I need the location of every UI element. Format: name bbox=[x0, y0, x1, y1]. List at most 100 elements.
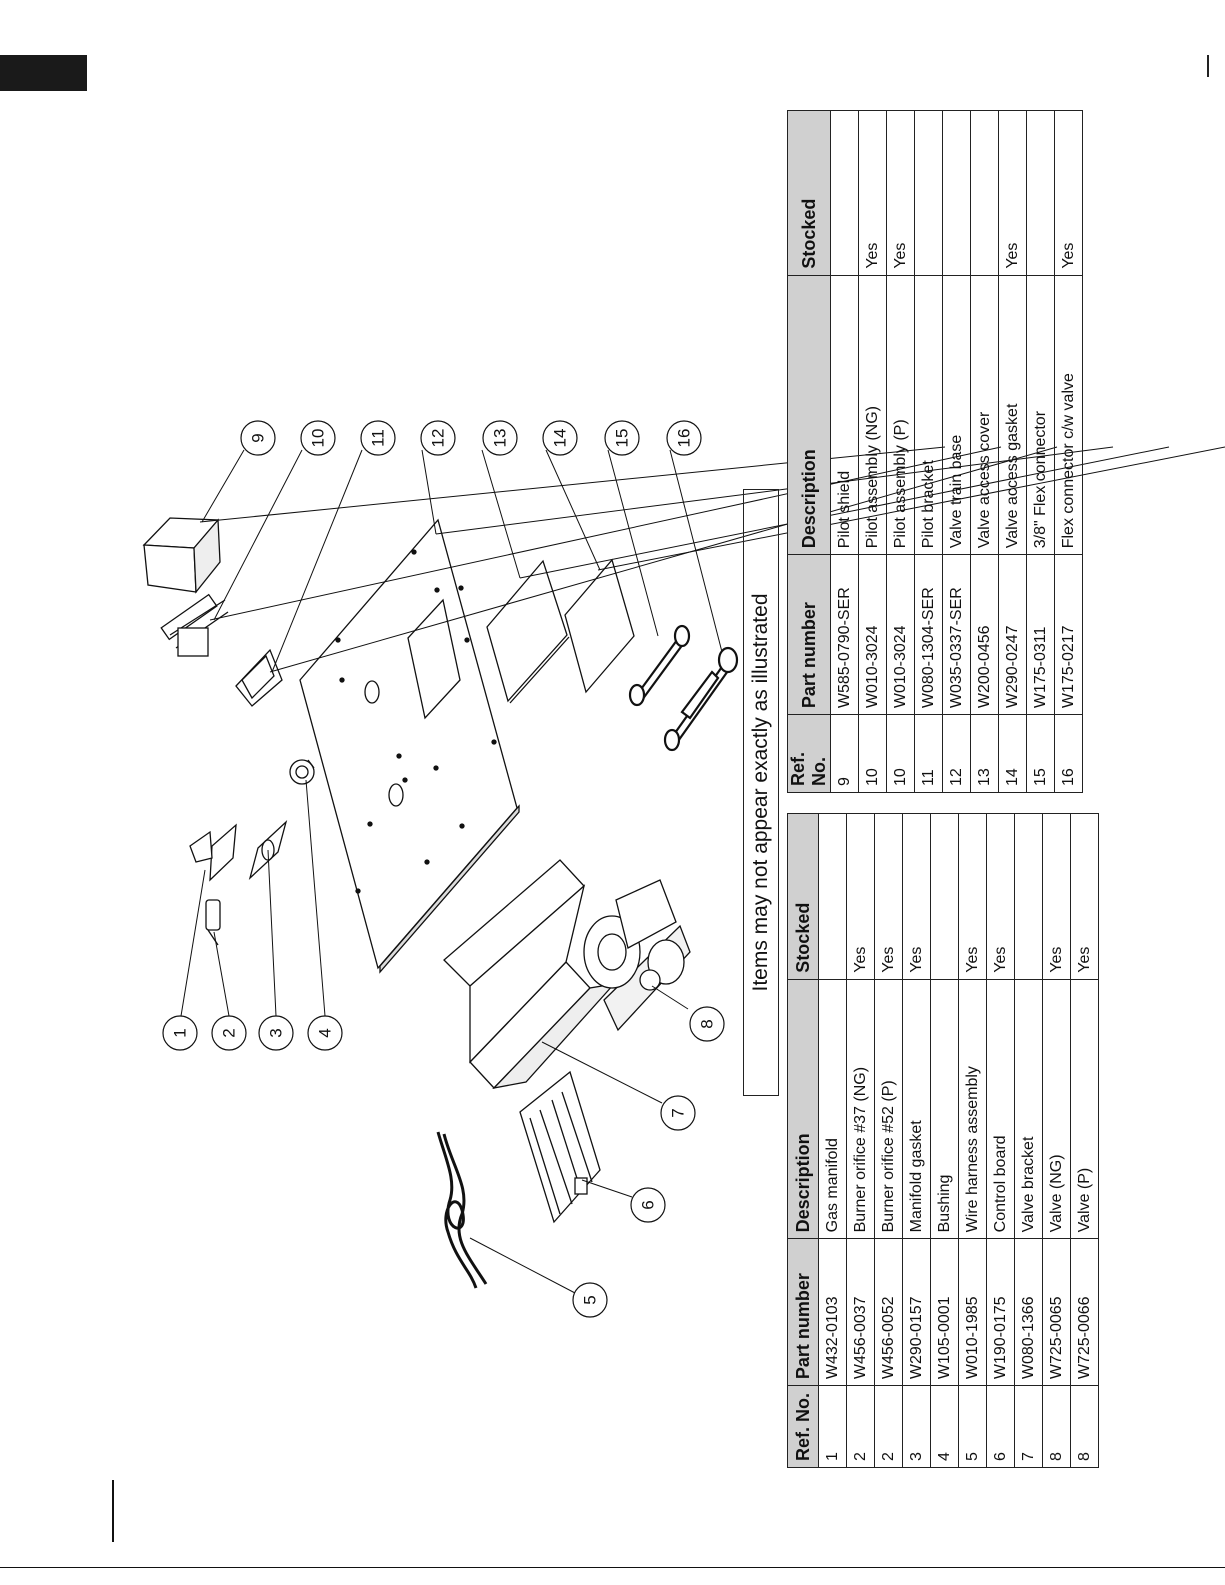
callout-8: 8 bbox=[698, 1019, 717, 1028]
ref-no-cell: 6 bbox=[986, 1385, 1015, 1468]
description-cell: Control board bbox=[986, 979, 1015, 1239]
description-cell: Valve (NG) bbox=[1042, 979, 1071, 1239]
valve-access-cover-drawing bbox=[486, 559, 568, 703]
part-number-cell: W080-1366 bbox=[1014, 1238, 1043, 1386]
pilot-assembly-drawing bbox=[160, 593, 229, 657]
stocked-cell: Yes bbox=[902, 813, 931, 980]
part-number-cell: W456-0037 bbox=[846, 1238, 875, 1386]
description-cell: 3/8" Flex connector bbox=[1026, 275, 1055, 555]
parts-table-refs-1-8: Ref. No. Part number Description Stocked… bbox=[787, 813, 1099, 1468]
stocked-cell: Yes bbox=[846, 813, 875, 980]
part-number-cell: W010-3024 bbox=[886, 554, 915, 715]
disclaimer-box: Items may not appear exactly as illustra… bbox=[743, 489, 779, 1096]
description-cell: Pilot shield bbox=[830, 275, 859, 555]
margin-rule bbox=[112, 1480, 114, 1542]
valve-access-gasket-drawing bbox=[564, 558, 635, 694]
stocked-cell bbox=[930, 813, 959, 980]
part-number-cell: W290-0247 bbox=[998, 554, 1027, 715]
description-cell: Valve (P) bbox=[1070, 979, 1099, 1239]
callout-2: 2 bbox=[220, 1028, 239, 1037]
valve-bracket-drawing bbox=[443, 859, 616, 1090]
part-number-cell: W456-0052 bbox=[874, 1238, 903, 1386]
footer-rule bbox=[0, 1567, 1225, 1568]
part-number-cell: W175-0311 bbox=[1026, 554, 1055, 715]
ref-no-cell: 8 bbox=[1042, 1385, 1071, 1468]
header-ref-no: Ref. No. bbox=[787, 714, 831, 793]
description-cell: Wire harness assembly bbox=[958, 979, 987, 1239]
description-cell: Flex connector c/w valve bbox=[1054, 275, 1083, 555]
stocked-cell: Yes bbox=[1054, 110, 1083, 276]
callout-6: 6 bbox=[639, 1200, 658, 1209]
callouts bbox=[162, 420, 725, 1318]
description-cell: Pilot assembly (NG) bbox=[858, 275, 887, 555]
part-number-cell: W725-0065 bbox=[1042, 1238, 1071, 1386]
ref-no-cell: 1 bbox=[818, 1385, 847, 1468]
leader-lines-upper bbox=[201, 449, 723, 673]
stocked-cell: Yes bbox=[958, 813, 987, 980]
gas-manifold-drawing bbox=[189, 823, 237, 882]
callout-7: 7 bbox=[669, 1108, 688, 1117]
stocked-cell: Yes bbox=[986, 813, 1015, 980]
header-stocked: Stocked bbox=[787, 813, 819, 980]
header-part-number: Part number bbox=[787, 1238, 819, 1386]
part-number-cell: W035-0337-SER bbox=[942, 554, 971, 715]
ref-no-cell: 8 bbox=[1070, 1385, 1099, 1468]
stocked-cell bbox=[970, 110, 999, 276]
part-number-cell: W105-0001 bbox=[930, 1238, 959, 1386]
stocked-cell: Yes bbox=[874, 813, 903, 980]
part-number-cell: W200-0456 bbox=[970, 554, 999, 715]
flex-connector-drawing bbox=[628, 624, 691, 707]
part-number-cell: W725-0066 bbox=[1070, 1238, 1099, 1386]
part-number-cell: W175-0217 bbox=[1054, 554, 1083, 715]
description-cell: Valve access cover bbox=[970, 275, 999, 555]
description-cell: Valve bracket bbox=[1014, 979, 1043, 1239]
control-board-drawing bbox=[519, 1070, 601, 1224]
callout-14: 14 bbox=[551, 429, 570, 448]
stocked-cell: Yes bbox=[886, 110, 915, 276]
header-description: Description bbox=[787, 979, 819, 1239]
ref-no-cell: 16 bbox=[1054, 714, 1083, 793]
pilot-shield-drawing bbox=[142, 517, 221, 594]
ref-no-cell: 14 bbox=[998, 714, 1027, 793]
ref-no-cell: 7 bbox=[1014, 1385, 1043, 1468]
disclaimer-text: Items may not appear exactly as illustra… bbox=[749, 593, 772, 992]
wire-harness-drawing bbox=[436, 1131, 488, 1289]
flex-connector-valve-drawing bbox=[663, 646, 739, 752]
stocked-cell: Yes bbox=[1042, 813, 1071, 980]
header-part-number: Part number bbox=[787, 554, 831, 715]
description-cell: Gas manifold bbox=[818, 979, 847, 1239]
ref-no-cell: 10 bbox=[886, 714, 915, 793]
ref-no-cell: 13 bbox=[970, 714, 999, 793]
stocked-cell bbox=[942, 110, 971, 276]
description-cell: Pilot assembly (P) bbox=[886, 275, 915, 555]
stocked-cell: Yes bbox=[858, 110, 887, 276]
callout-1: 1 bbox=[171, 1028, 190, 1037]
callout-11: 11 bbox=[369, 429, 388, 447]
stocked-cell: Yes bbox=[998, 110, 1027, 276]
bushing-drawing bbox=[289, 759, 315, 785]
ref-no-cell: 2 bbox=[846, 1385, 875, 1468]
header-ref-no: Ref. No. bbox=[787, 1385, 819, 1468]
stocked-cell bbox=[830, 110, 859, 276]
part-number-cell: W190-0175 bbox=[986, 1238, 1015, 1386]
pilot-bracket-drawing bbox=[235, 648, 283, 707]
part-number-cell: W010-3024 bbox=[858, 554, 887, 715]
part-number-cell: W432-0103 bbox=[818, 1238, 847, 1386]
ref-no-cell: 12 bbox=[942, 714, 971, 793]
ref-no-cell: 2 bbox=[874, 1385, 903, 1468]
section-tab bbox=[0, 55, 87, 91]
